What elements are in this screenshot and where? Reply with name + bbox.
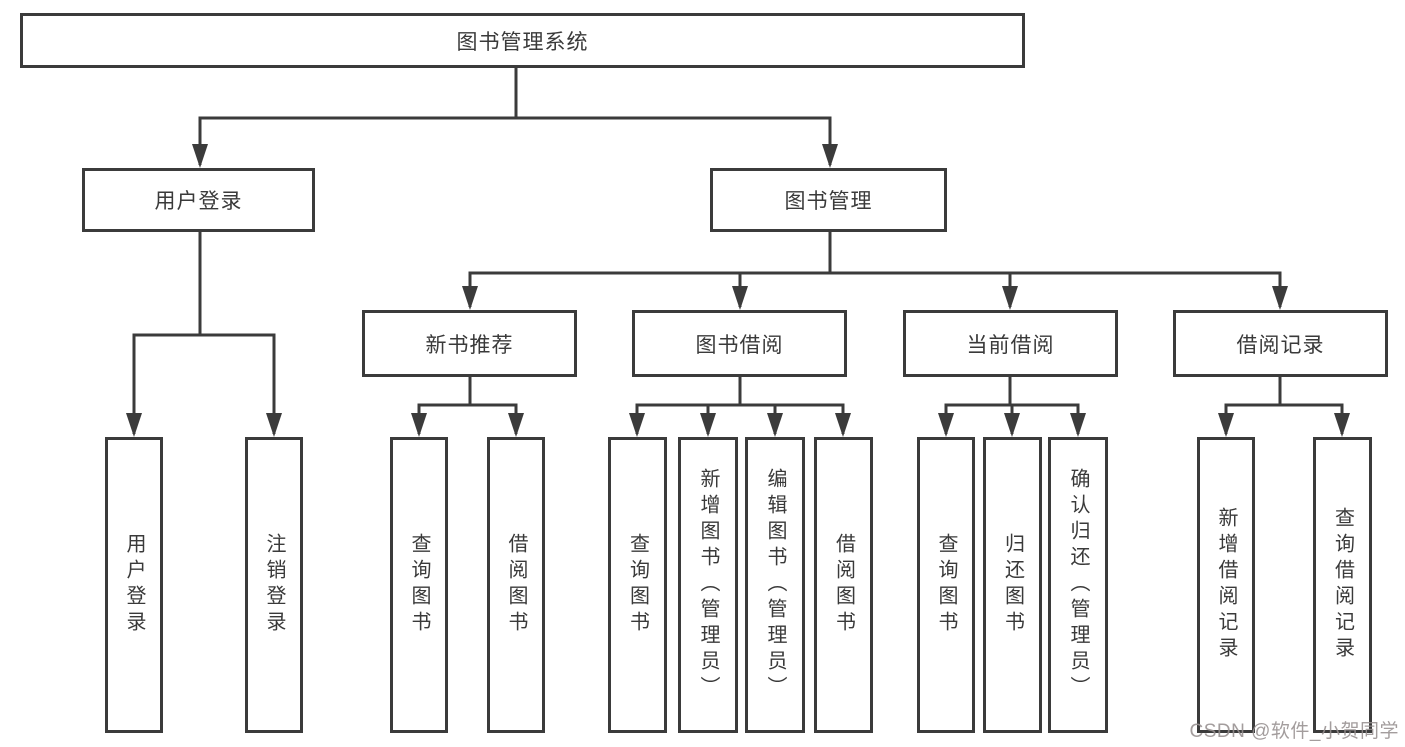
leaf-confirm-return-admin-label: 确认归还（管理员） — [1067, 468, 1089, 702]
leaf-return-book: 归还图书 — [983, 437, 1042, 733]
node-book-mgmt: 图书管理 — [710, 168, 947, 232]
leaf-add-book-admin-label: 新增图书（管理员） — [697, 468, 719, 702]
node-new-book-recommend-label: 新书推荐 — [425, 333, 514, 357]
node-root: 图书管理系统 — [20, 13, 1025, 68]
node-root-label: 图书管理系统 — [456, 30, 589, 54]
leaf-query-borrow-record: 查询借阅记录 — [1313, 437, 1372, 733]
leaf-return-book-label: 归还图书 — [1001, 533, 1024, 637]
leaf-query-books-recommend: 查询图书 — [390, 437, 448, 733]
node-book-borrowing-label: 图书借阅 — [695, 333, 784, 357]
leaf-add-book-admin: 新增图书（管理员） — [678, 437, 738, 733]
node-borrow-records: 借阅记录 — [1173, 310, 1388, 377]
leaf-confirm-return-admin: 确认归还（管理员） — [1048, 437, 1108, 733]
watermark: CSDN @软件_小贺同学 — [1189, 721, 1399, 742]
node-current-borrow-label: 当前借阅 — [966, 333, 1055, 357]
leaf-query-books-borrowing: 查询图书 — [608, 437, 667, 733]
leaf-user-login-label: 用户登录 — [123, 533, 145, 637]
node-new-book-recommend: 新书推荐 — [362, 310, 577, 377]
leaf-user-login: 用户登录 — [105, 437, 163, 733]
leaf-query-books-borrowing-label: 查询图书 — [626, 533, 649, 637]
node-user-login-branch: 用户登录 — [82, 168, 315, 232]
node-book-borrowing: 图书借阅 — [632, 310, 847, 377]
leaf-edit-book-admin: 编辑图书（管理员） — [745, 437, 805, 733]
leaf-query-borrow-record-label: 查询借阅记录 — [1331, 507, 1354, 663]
leaf-logout-label: 注销登录 — [263, 533, 285, 637]
leaf-query-books-recommend-label: 查询图书 — [408, 533, 430, 637]
node-borrow-records-label: 借阅记录 — [1236, 333, 1325, 357]
leaf-borrow-books-borrowing: 借阅图书 — [814, 437, 873, 733]
leaf-edit-book-admin-label: 编辑图书（管理员） — [764, 468, 786, 702]
leaf-query-books-current-label: 查询图书 — [935, 533, 957, 637]
node-user-login-branch-label: 用户登录 — [154, 190, 243, 213]
leaf-logout: 注销登录 — [245, 437, 303, 733]
leaf-query-books-current: 查询图书 — [917, 437, 975, 733]
leaf-add-borrow-record-label: 新增借阅记录 — [1215, 507, 1237, 663]
node-current-borrow: 当前借阅 — [903, 310, 1118, 377]
node-book-mgmt-label: 图书管理 — [784, 190, 873, 213]
leaf-borrow-books-recommend: 借阅图书 — [487, 437, 545, 733]
leaf-borrow-books-recommend-label: 借阅图书 — [505, 533, 527, 637]
leaf-add-borrow-record: 新增借阅记录 — [1197, 437, 1255, 733]
leaf-borrow-books-borrowing-label: 借阅图书 — [832, 533, 855, 637]
